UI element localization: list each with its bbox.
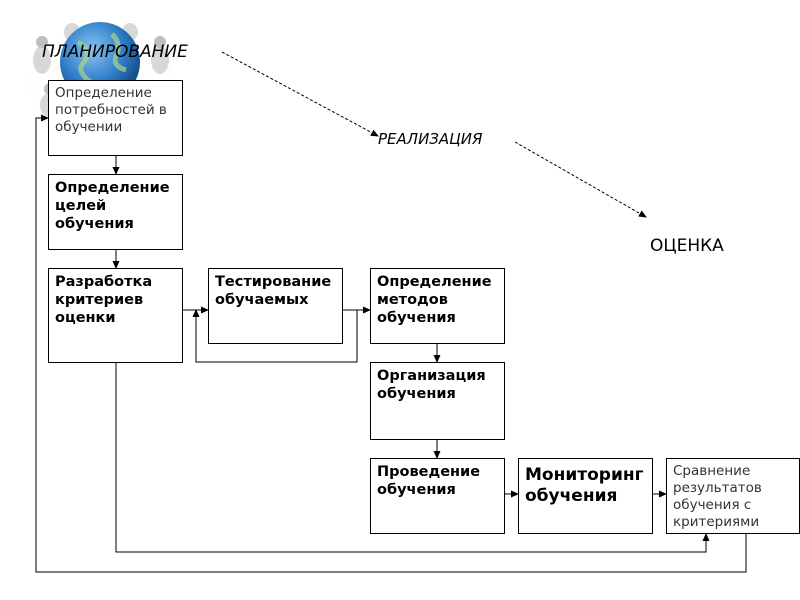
box-results-comparison: Сравнение результатов обучения с критери…	[666, 458, 800, 534]
box-assessment-criteria: Разработка критериев оценки	[48, 268, 183, 363]
box-learning-goals: Определение целей обучения	[48, 174, 183, 250]
box-training-methods: Определение методов обучения	[370, 268, 505, 344]
phase-planning-label: ПЛАНИРОВАНИЕ	[42, 42, 188, 62]
phase-arrow-implementation-to-evaluation	[515, 142, 646, 217]
phase-evaluation-label: ОЦЕНКА	[650, 236, 724, 256]
phase-implementation-label: РЕАЛИЗАЦИЯ	[378, 130, 482, 148]
box-training-organization: Организация обучения	[370, 362, 505, 440]
box-trainee-testing: Тестирование обучаемых	[208, 268, 343, 344]
box-training-delivery: Проведение обучения	[370, 458, 505, 534]
box-training-monitoring: Мониторинг обучения	[518, 458, 653, 534]
phase-arrow-planning-to-implementation	[222, 52, 378, 136]
box-needs-assessment: Определение потребностей в обучении	[48, 80, 183, 156]
